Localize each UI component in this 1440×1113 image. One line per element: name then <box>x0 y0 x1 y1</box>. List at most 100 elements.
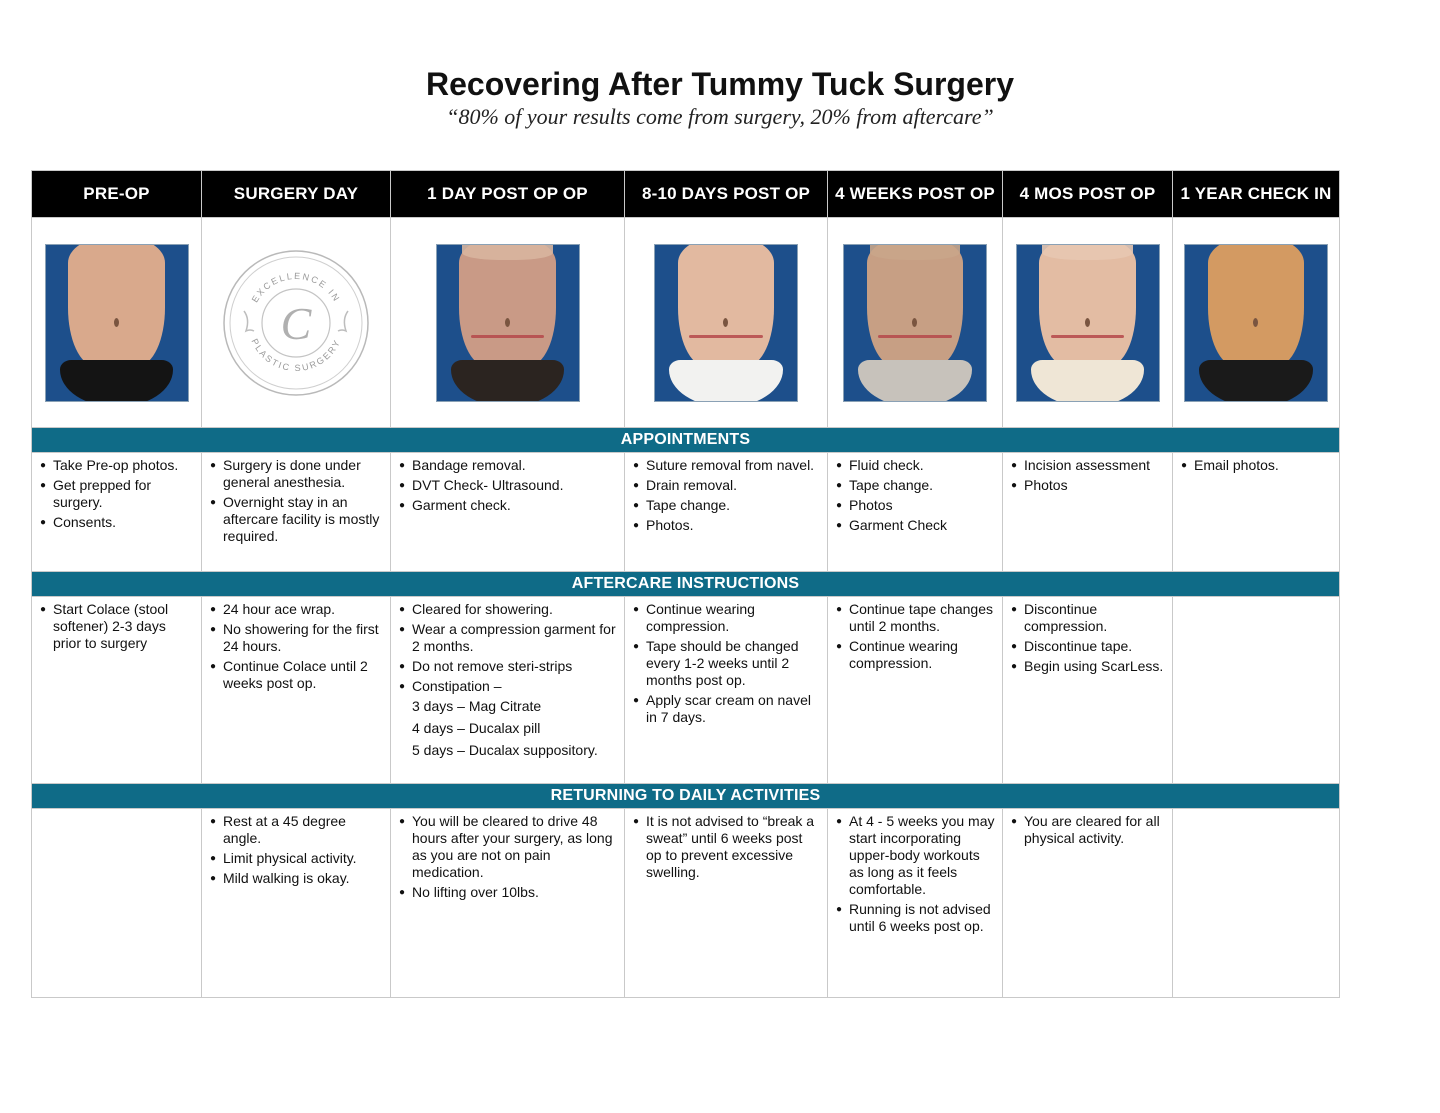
photo-cell-pre-op <box>31 217 202 428</box>
cell-returning-to-daily-activities-1-year <box>1172 808 1340 998</box>
list-item: Continue Colace until 2 weeks post op. <box>208 658 384 692</box>
stage-header-1-year: 1 YEAR CHECK IN <box>1172 170 1340 218</box>
bullet-list: Continue tape changes until 2 months.Con… <box>834 601 996 672</box>
cell-appointments-8-10-days: Suture removal from navel. Drain removal.… <box>624 452 828 572</box>
list-item: It is not advised to “break a sweat” unt… <box>631 813 821 881</box>
list-item: Continue tape changes until 2 months. <box>834 601 996 635</box>
list-item: 3 days – Mag Citrate <box>412 698 542 714</box>
list-item: Limit physical activity. <box>208 850 384 867</box>
cell-appointments-4-months: Incision assessmentPhotos <box>1002 452 1173 572</box>
section-title: AFTERCARE INSTRUCTIONS <box>31 571 1340 597</box>
list-item: Consents. <box>38 514 195 531</box>
cell-aftercare-instructions-4-months: Discontinue compression. Discontinue tape… <box>1002 596 1173 784</box>
stage-header-4-weeks: 4 WEEKS POST OP <box>827 170 1003 218</box>
section-row-aftercare-instructions: Start Colace (stool softener) 2-3 days p… <box>31 596 1340 784</box>
page-subtitle: “80% of your results come from surgery, … <box>446 104 994 129</box>
bullet-list: Incision assessmentPhotos <box>1009 457 1166 494</box>
cell-appointments-pre-op: Take Pre-op photos. Get prepped for surge… <box>31 452 202 572</box>
list-item: Incision assessment <box>1009 457 1166 474</box>
list-item: Overnight stay in an aftercare facility … <box>208 494 384 545</box>
list-item: Photos <box>834 497 996 514</box>
stage-header-4-months: 4 MOS POST OP <box>1002 170 1173 218</box>
body-photo-1-year <box>1184 243 1328 402</box>
cell-returning-to-daily-activities-4-weeks: At 4 - 5 weeks you may start incorporati… <box>827 808 1003 998</box>
cell-returning-to-daily-activities-pre-op <box>31 808 202 998</box>
list-item: Photos <box>1009 477 1166 494</box>
list-item: Mild walking is okay. <box>208 870 384 887</box>
list-item: Constipation – <box>397 678 618 695</box>
list-item: Continue wearing compression. <box>834 638 996 672</box>
list-item: Continue wearing compression. <box>631 601 821 635</box>
list-item: 24 hour ace wrap. <box>208 601 384 618</box>
list-item: No showering for the first 24 hours. <box>208 621 384 655</box>
cell-appointments-4-weeks: Fluid check.Tape change.PhotosGarment Ch… <box>827 452 1003 572</box>
list-item: Surgery is done under general anesthesia… <box>208 457 384 491</box>
list-item: Take Pre-op photos. <box>38 457 195 474</box>
bullet-list: 24 hour ace wrap. No showering for the fi… <box>208 601 384 692</box>
list-item: Wear a compression garment for 2 months. <box>397 621 618 655</box>
body-photo-pre-op <box>44 243 189 402</box>
bullet-list: You will be cleared to drive 48 hours af… <box>397 813 618 901</box>
cell-appointments-1-year: Email photos. <box>1172 452 1340 572</box>
bullet-list: It is not advised to “break a sweat” unt… <box>631 813 821 881</box>
body-photo-4-months <box>1015 243 1160 402</box>
bullet-list: Surgery is done under general anesthesia… <box>208 457 384 545</box>
section-title: APPOINTMENTS <box>31 427 1340 453</box>
cell-returning-to-daily-activities-8-10-days: It is not advised to “break a sweat” unt… <box>624 808 828 998</box>
bullet-list: Email photos. <box>1179 457 1333 474</box>
list-item: Start Colace (stool softener) 2-3 days p… <box>38 601 195 652</box>
list-item: Garment Check <box>834 517 996 534</box>
list-item: Photos. <box>631 517 821 534</box>
list-item: Tape should be changed every 1-2 weeks u… <box>631 638 821 689</box>
list-item: Rest at a 45 degree angle. <box>208 813 384 847</box>
bullet-list: Discontinue compression. Discontinue tape… <box>1009 601 1166 675</box>
list-item: No lifting over 10lbs. <box>397 884 618 901</box>
cell-appointments-1-day: Bandage removal.DVT Check- Ultrasound.Ga… <box>390 452 625 572</box>
bullet-list: Suture removal from navel. Drain removal.… <box>631 457 821 534</box>
list-item: Suture removal from navel. <box>631 457 821 474</box>
list-item: Running is not advised until 6 weeks pos… <box>834 901 996 935</box>
photo-cell-4-months <box>1002 217 1173 428</box>
list-item: Discontinue tape. <box>1009 638 1166 655</box>
section-band-appointments: APPOINTMENTS <box>31 427 1340 453</box>
list-item: Do not remove steri-strips <box>397 658 618 675</box>
bullet-list: Fluid check.Tape change.PhotosGarment Ch… <box>834 457 996 534</box>
section-band-returning-to-daily-activities: RETURNING TO DAILY ACTIVITIES <box>31 783 1340 809</box>
list-item: DVT Check- Ultrasound. <box>397 477 618 494</box>
cell-aftercare-instructions-8-10-days: Continue wearing compression.Tape should… <box>624 596 828 784</box>
list-item: Drain removal. <box>631 477 821 494</box>
bullet-list: Bandage removal.DVT Check- Ultrasound.Ga… <box>397 457 618 514</box>
list-item: Tape change. <box>834 477 996 494</box>
list-item: Garment check. <box>397 497 618 514</box>
list-item: Get prepped for surgery. <box>38 477 195 511</box>
section-row-returning-to-daily-activities: Rest at a 45 degree angle. Limit physical… <box>31 808 1340 998</box>
cell-returning-to-daily-activities-1-day: You will be cleared to drive 48 hours af… <box>390 808 625 998</box>
list-item: Discontinue compression. <box>1009 601 1166 635</box>
section-title: RETURNING TO DAILY ACTIVITIES <box>31 783 1340 809</box>
bullet-list: Start Colace (stool softener) 2-3 days p… <box>38 601 195 652</box>
stage-header-1-day: 1 DAY POST OP OP <box>390 170 625 218</box>
list-item: Begin using ScarLess. <box>1009 658 1166 675</box>
bullet-list: You are cleared for all physical activit… <box>1009 813 1166 847</box>
photo-cell-1-year <box>1172 217 1340 428</box>
photo-cell-1-day <box>390 217 625 428</box>
list-item: Tape change. <box>631 497 821 514</box>
list-item: At 4 - 5 weeks you may start incorporati… <box>834 813 996 898</box>
section-row-appointments: Take Pre-op photos. Get prepped for surge… <box>31 452 1340 572</box>
cell-aftercare-instructions-1-day: Cleared for showering.Wear a compression… <box>390 596 625 784</box>
cell-returning-to-daily-activities-logo: Rest at a 45 degree angle. Limit physical… <box>201 808 391 998</box>
cell-returning-to-daily-activities-4-months: You are cleared for all physical activit… <box>1002 808 1173 998</box>
section-band-aftercare-instructions: AFTERCARE INSTRUCTIONS <box>31 571 1340 597</box>
list-item: 4 days – Ducalax pill <box>412 720 541 736</box>
stage-header-8-10-days: 8-10 DAYS POST OP <box>624 170 828 218</box>
body-photo-4-weeks <box>843 243 987 402</box>
stage-header-pre-op: PRE-OP <box>31 170 202 218</box>
list-item: 5 days – Ducalax suppository. <box>412 742 598 758</box>
svg-text:C: C <box>281 298 313 349</box>
list-item: Email photos. <box>1179 457 1333 474</box>
